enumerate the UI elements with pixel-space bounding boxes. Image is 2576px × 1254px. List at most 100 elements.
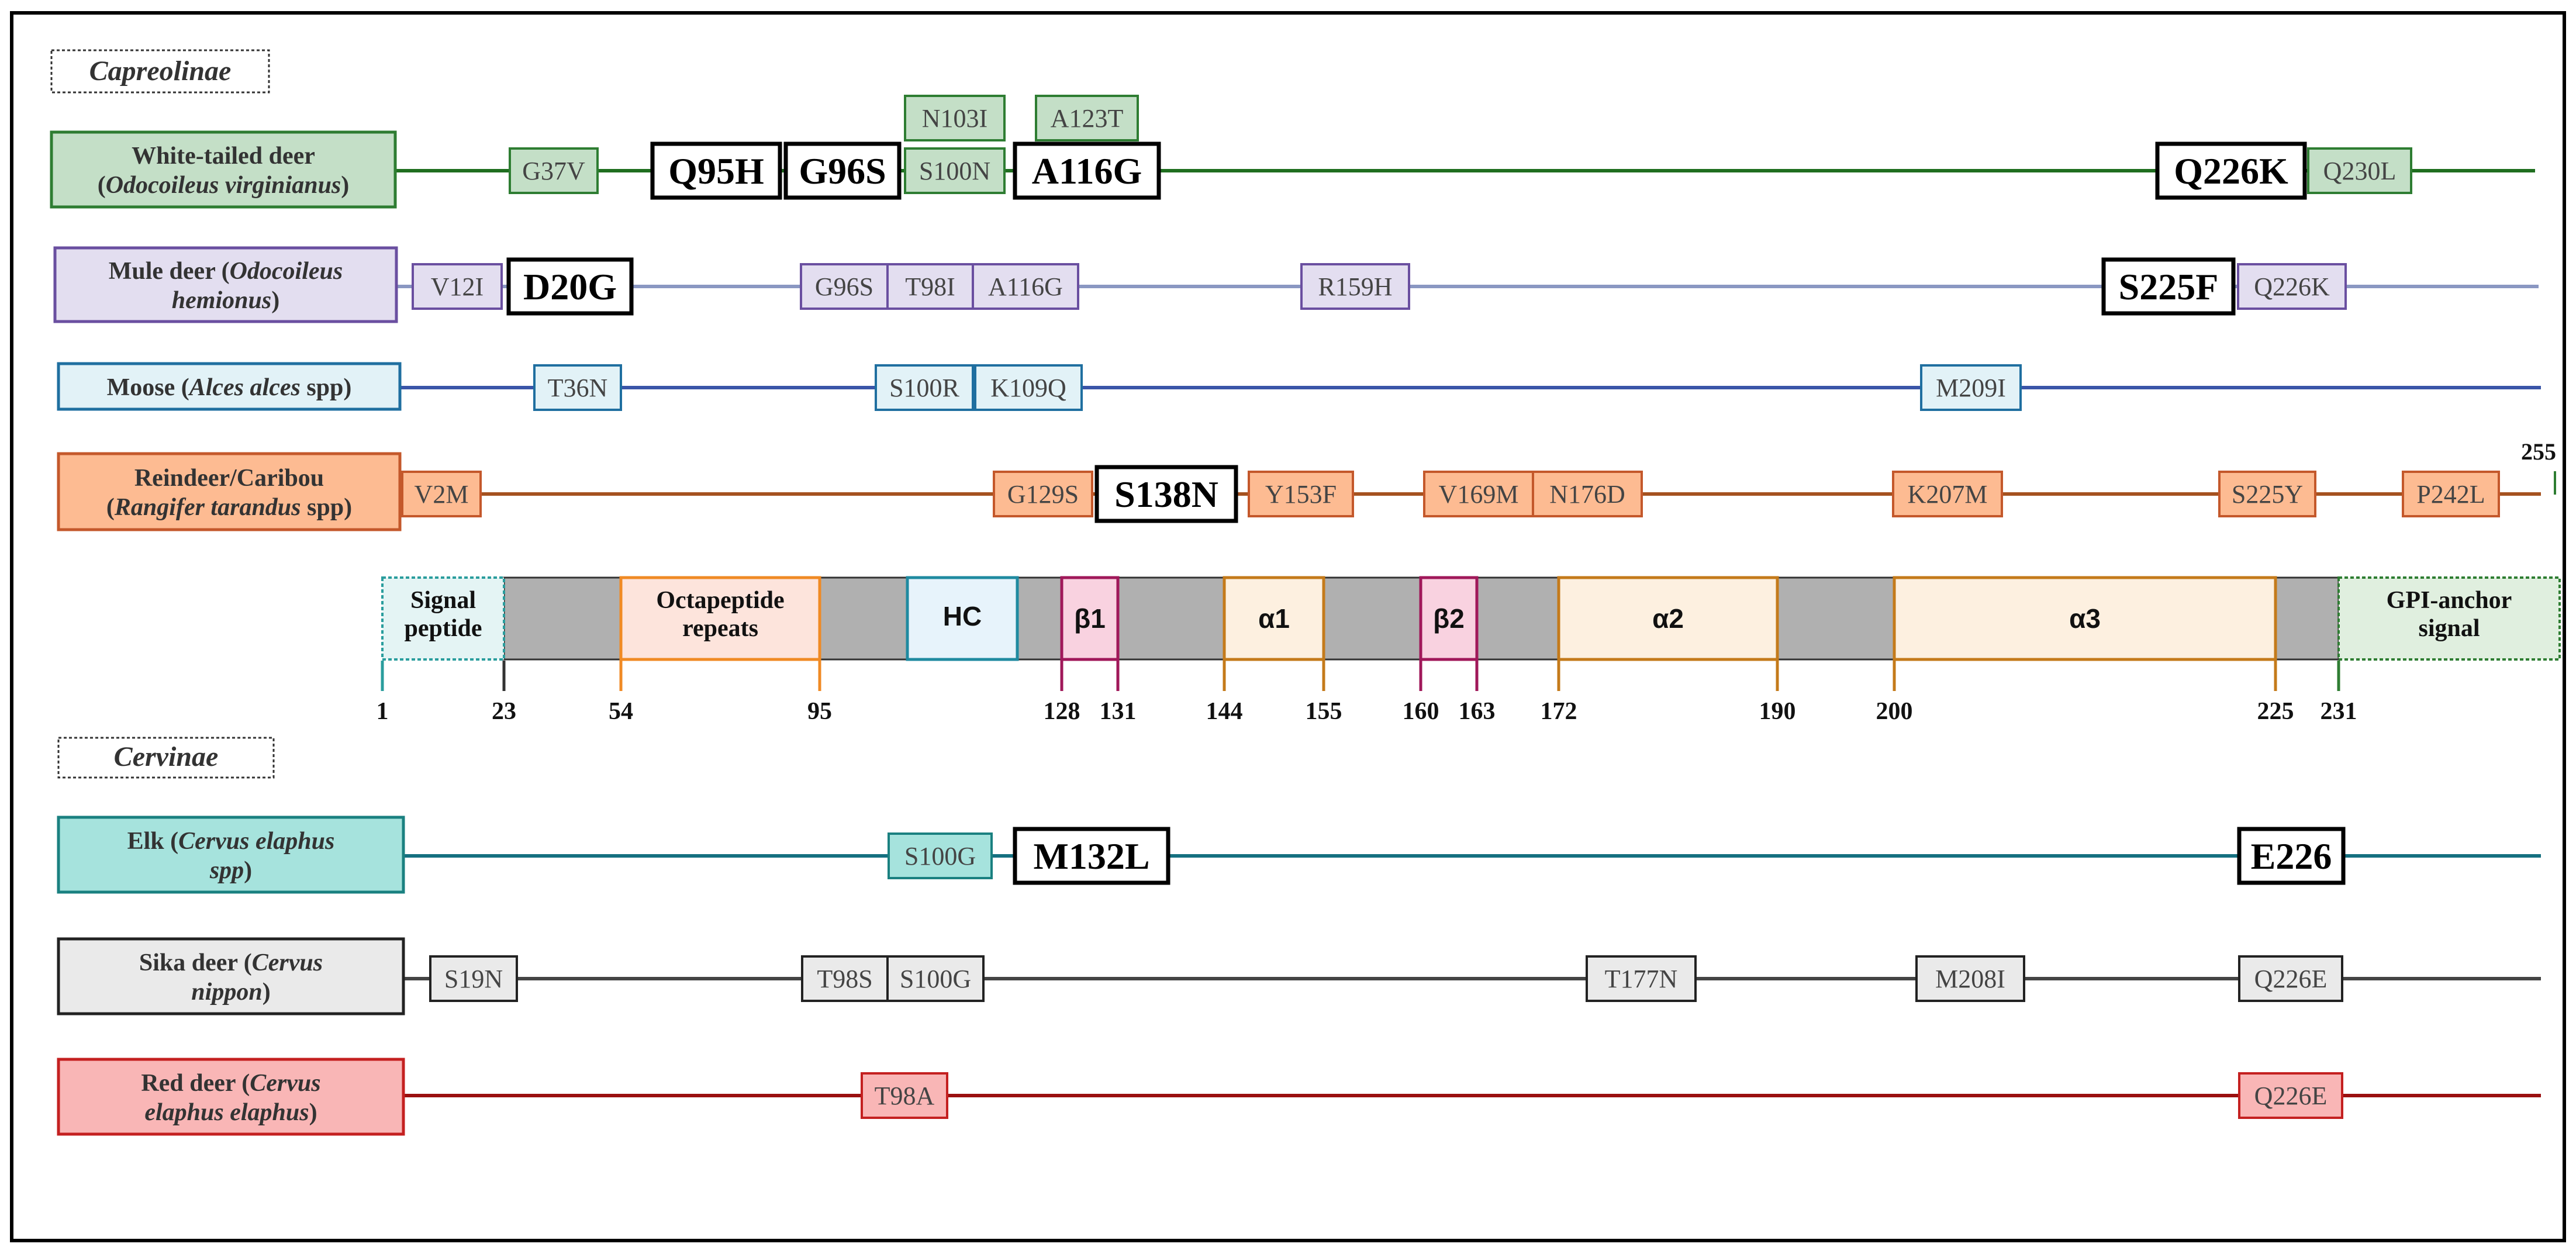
mutation-white-tailed-deer-A123T: A123T	[1035, 95, 1139, 141]
signal-peptide-label-1: Signal	[410, 587, 476, 614]
mutation-box	[800, 263, 889, 310]
mutation-label: A116G	[1032, 150, 1142, 192]
species-label-part: )	[244, 857, 252, 884]
mutation-white-tailed-deer-S100N: S100N	[904, 147, 1006, 194]
alpha1-label: α1	[1258, 603, 1290, 634]
mutation-label: Y153F	[1265, 480, 1337, 509]
mutation-box	[1013, 827, 1170, 885]
mutation-mule-deer-T98I: T98I	[886, 263, 974, 310]
mutation-label: S100N	[919, 157, 990, 185]
mutation-label: S100R	[889, 374, 959, 402]
species-label-box-white-tailed-deer	[50, 130, 397, 209]
mutation-box	[1920, 364, 2022, 411]
tick-label: 23	[492, 698, 516, 725]
mutation-box	[904, 147, 1006, 194]
species-label-part: spp	[209, 857, 244, 884]
mutation-reindeer-S138N: S138N	[1094, 465, 1238, 523]
mutation-box	[2238, 1072, 2343, 1119]
mutation-box	[801, 955, 889, 1002]
position-tick-225: 225	[2257, 661, 2294, 725]
gray-block-1	[503, 576, 622, 661]
mutation-label: N176D	[1549, 480, 1625, 509]
mutation-box	[1248, 471, 1354, 517]
mutation-label: S100G	[904, 842, 976, 870]
mutation-label: A116G	[988, 272, 1063, 301]
species-label-part: Red deer (	[141, 1070, 250, 1097]
mutation-box	[888, 832, 993, 879]
tick-label: 95	[807, 698, 832, 725]
tick-label: 1	[377, 698, 389, 725]
mutation-label: P242L	[2416, 480, 2485, 509]
species-label-part: (	[98, 172, 106, 199]
mutation-mule-deer-Q226K: Q226K	[2237, 263, 2347, 310]
species-label-part: Alces alces	[188, 374, 301, 401]
tick-label: 144	[1206, 698, 1243, 725]
mutation-moose-T36N: T36N	[533, 364, 622, 411]
mutation-label: T177N	[1605, 965, 1678, 993]
mutation-label: V2M	[415, 480, 469, 509]
mutation-box	[533, 364, 622, 411]
group-label-capreolinae: Capreolinae	[89, 56, 232, 87]
mutation-mule-deer-D20G: D20G	[506, 257, 634, 316]
species-label-part: Cervus	[252, 949, 323, 976]
position-tick-155: 155	[1306, 661, 1342, 725]
mutation-box	[429, 955, 518, 1002]
mutation-reindeer-G129S: G129S	[993, 471, 1093, 517]
mutation-label: S100G	[900, 965, 971, 993]
species-label-white-tailed-deer-line-1: White-tailed deer	[132, 143, 315, 170]
species-label-part: Elk (	[127, 828, 179, 855]
species-label-white-tailed-deer-line-2: (Odocoileus virginianus)	[98, 172, 350, 199]
mutation-box	[1013, 141, 1161, 200]
mutation-label: Q226E	[2254, 1082, 2328, 1110]
mutation-elk-M132L: M132L	[1013, 827, 1170, 885]
species-label-mule-deer-line-2: hemionus)	[172, 287, 279, 314]
species-label-box-moose	[57, 362, 402, 411]
mutation-label: M209I	[1936, 374, 2006, 402]
mutation-box	[861, 1072, 948, 1119]
species-label-box-reindeer	[57, 452, 402, 531]
species-label-part: Cervus elaphus	[178, 828, 334, 855]
mutation-label: A123T	[1051, 104, 1124, 133]
hc-label: HC	[943, 601, 982, 631]
mutation-red-deer-T98A: T98A	[861, 1072, 948, 1119]
gray-block-4	[1117, 576, 1225, 661]
gray-block-7	[1776, 576, 1895, 661]
species-label-part: Mule deer (	[109, 258, 230, 285]
domain-octapeptide-repeats: Octapeptide repeats	[619, 576, 821, 661]
species-label-part: )	[341, 172, 349, 199]
species-label-part: Sika deer (	[139, 949, 252, 976]
species-row-reindeer: Reindeer/Caribou(Rangifer tarandus spp)V…	[57, 452, 2541, 531]
species-label-part: Odocoileus	[230, 258, 343, 285]
mutation-box	[783, 141, 902, 200]
species-label-elk-line-1: Elk (Cervus elaphus	[127, 828, 335, 855]
mutation-box	[886, 955, 985, 1002]
mutation-label: S225Y	[2232, 480, 2303, 509]
prp-domain-bar: Signal peptide Octapeptide repeats HC β1…	[381, 576, 2561, 661]
species-row-white-tailed-deer: White-tailed deer(Odocoileus virginianus…	[50, 95, 2535, 209]
mutation-label: S19N	[444, 965, 503, 993]
mutation-reindeer-V169M: V169M	[1423, 471, 1534, 517]
outer-frame	[10, 11, 2566, 1242]
species-label-box-sika-deer	[57, 937, 405, 1015]
mutation-box	[2238, 955, 2343, 1002]
mutation-label: T36N	[548, 374, 608, 402]
species-label-moose-line-1: Moose (Alces alces spp)	[107, 374, 352, 401]
gray-block-5	[1322, 576, 1422, 661]
mutation-label: S138N	[1114, 474, 1218, 515]
tick-label: 231	[2321, 698, 2357, 725]
mutation-box	[412, 263, 503, 310]
mutation-box	[2101, 257, 2236, 316]
mutation-white-tailed-deer-G37V: G37V	[509, 147, 599, 194]
mutation-sika-deer-S100G: S100G	[886, 955, 985, 1002]
mutation-box	[1892, 471, 2003, 517]
species-label-sika-deer-line-1: Sika deer (Cervus	[139, 949, 323, 976]
mutation-sika-deer-S19N: S19N	[429, 955, 518, 1002]
species-label-elk-line-2: spp)	[209, 857, 252, 884]
tick-label: 160	[1403, 698, 1439, 725]
domain-gpi-anchor: GPI-anchor signal	[2337, 576, 2561, 661]
species-label-red-deer-line-2: elaphus elaphus)	[144, 1099, 317, 1126]
mutation-box	[1094, 465, 1238, 523]
species-label-part: spp)	[301, 494, 353, 521]
